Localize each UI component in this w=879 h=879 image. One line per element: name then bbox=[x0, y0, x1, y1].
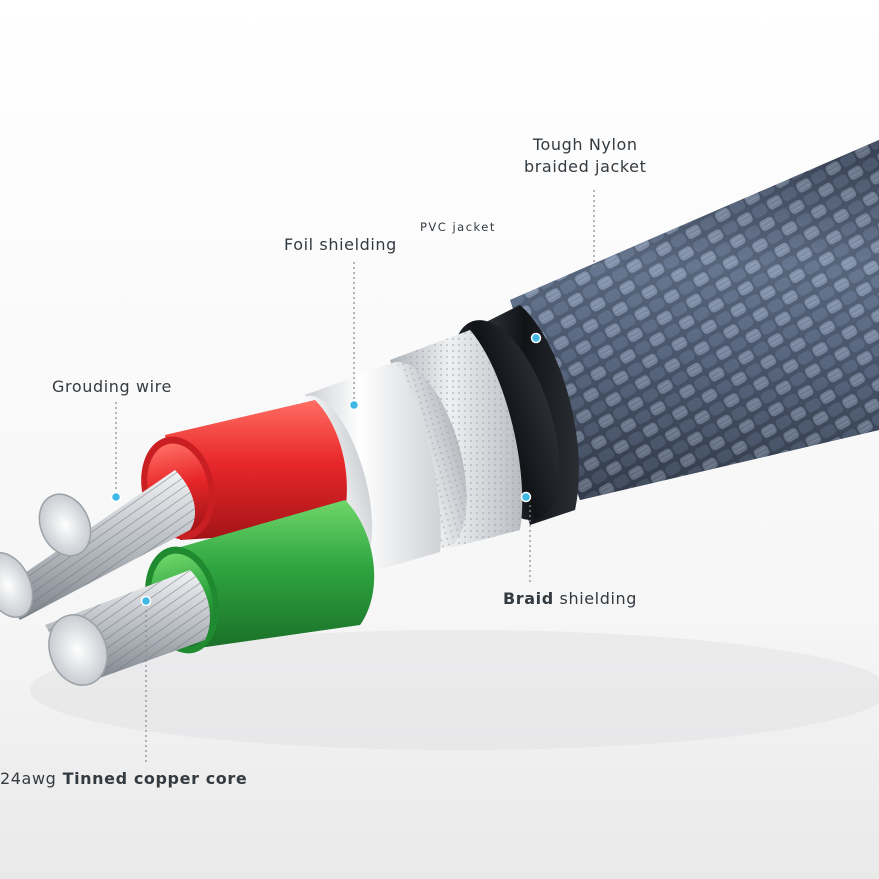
label-foil-shielding: Foil shielding bbox=[284, 235, 397, 254]
marker-dot-ground bbox=[110, 491, 122, 503]
label-nylon-line2: braided jacket bbox=[524, 156, 647, 176]
leader-lines bbox=[115, 190, 595, 765]
grounding-wire-strands bbox=[0, 470, 195, 620]
label-nylon-jacket: Tough Nylon braided jacket bbox=[524, 134, 647, 177]
label-nylon-line1: Tough Nylon bbox=[532, 135, 638, 154]
label-braid-shielding: Braid shielding bbox=[503, 588, 637, 610]
label-copper-core: 24awg Tinned copper core bbox=[0, 768, 247, 790]
label-core-rest: Tinned copper core bbox=[56, 769, 248, 788]
nylon-braided-jacket bbox=[510, 140, 879, 500]
label-braid-rest: shielding bbox=[553, 589, 638, 608]
copper-core-strands bbox=[45, 570, 210, 686]
marker-dot-foil bbox=[348, 399, 360, 411]
label-grounding-wire: Grouding wire bbox=[52, 377, 172, 396]
marker-dots bbox=[110, 332, 542, 607]
label-braid-bold: Braid bbox=[503, 589, 554, 608]
label-pvc-jacket: PVC jacket bbox=[420, 220, 496, 234]
marker-dot-pvc bbox=[530, 332, 542, 344]
label-core-gauge: 24awg bbox=[0, 769, 57, 788]
marker-dot-core bbox=[140, 595, 152, 607]
marker-dot-braid bbox=[520, 491, 532, 503]
